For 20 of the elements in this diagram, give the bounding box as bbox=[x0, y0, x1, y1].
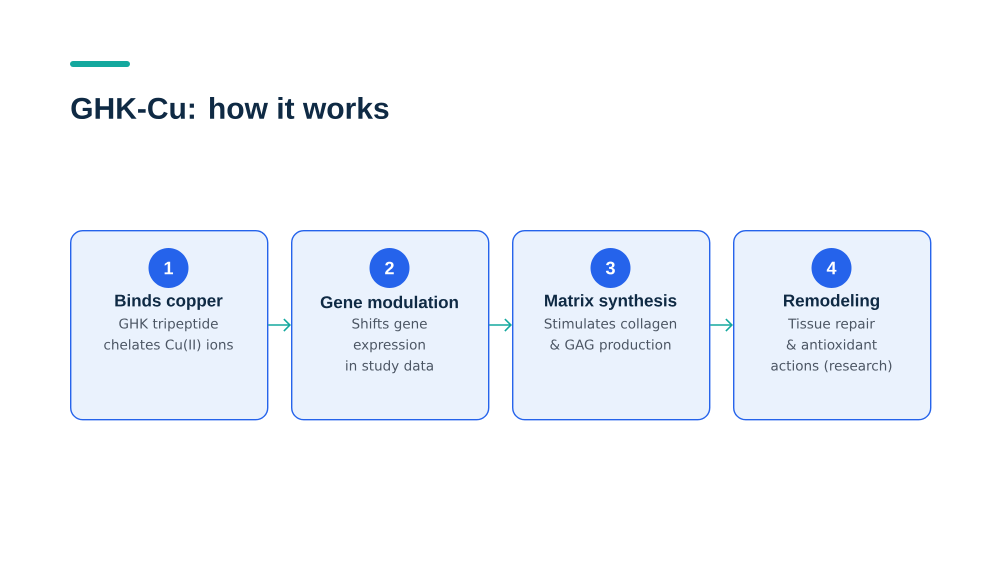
step-description: Stimulates collagen & GAG production bbox=[544, 318, 676, 352]
title: GHK-Cu: how it works bbox=[71, 97, 388, 120]
step-description: GHK tripeptide chelates Cu(II) ions bbox=[104, 318, 233, 352]
step-title: Gene modulation bbox=[320, 296, 458, 308]
step-box bbox=[70, 230, 268, 420]
step-title: Binds copper bbox=[115, 294, 223, 310]
arrow bbox=[710, 318, 734, 332]
step-box bbox=[291, 230, 490, 420]
number-badge: 2 bbox=[370, 248, 410, 288]
step-box bbox=[733, 230, 932, 420]
step-description: Tissue repair & antioxidant actions (research) bbox=[771, 318, 892, 372]
step-title: Matrix synthesis bbox=[545, 294, 676, 310]
number-badge: 1 bbox=[148, 248, 188, 288]
arrow bbox=[489, 318, 512, 332]
step-box bbox=[512, 230, 710, 420]
number-badge: 3 bbox=[590, 248, 630, 288]
step-title: Remodeling bbox=[784, 294, 880, 310]
arrow bbox=[268, 318, 291, 332]
step-description: Shifts gene expression in study data bbox=[346, 318, 433, 374]
number-badge: 4 bbox=[812, 248, 852, 288]
